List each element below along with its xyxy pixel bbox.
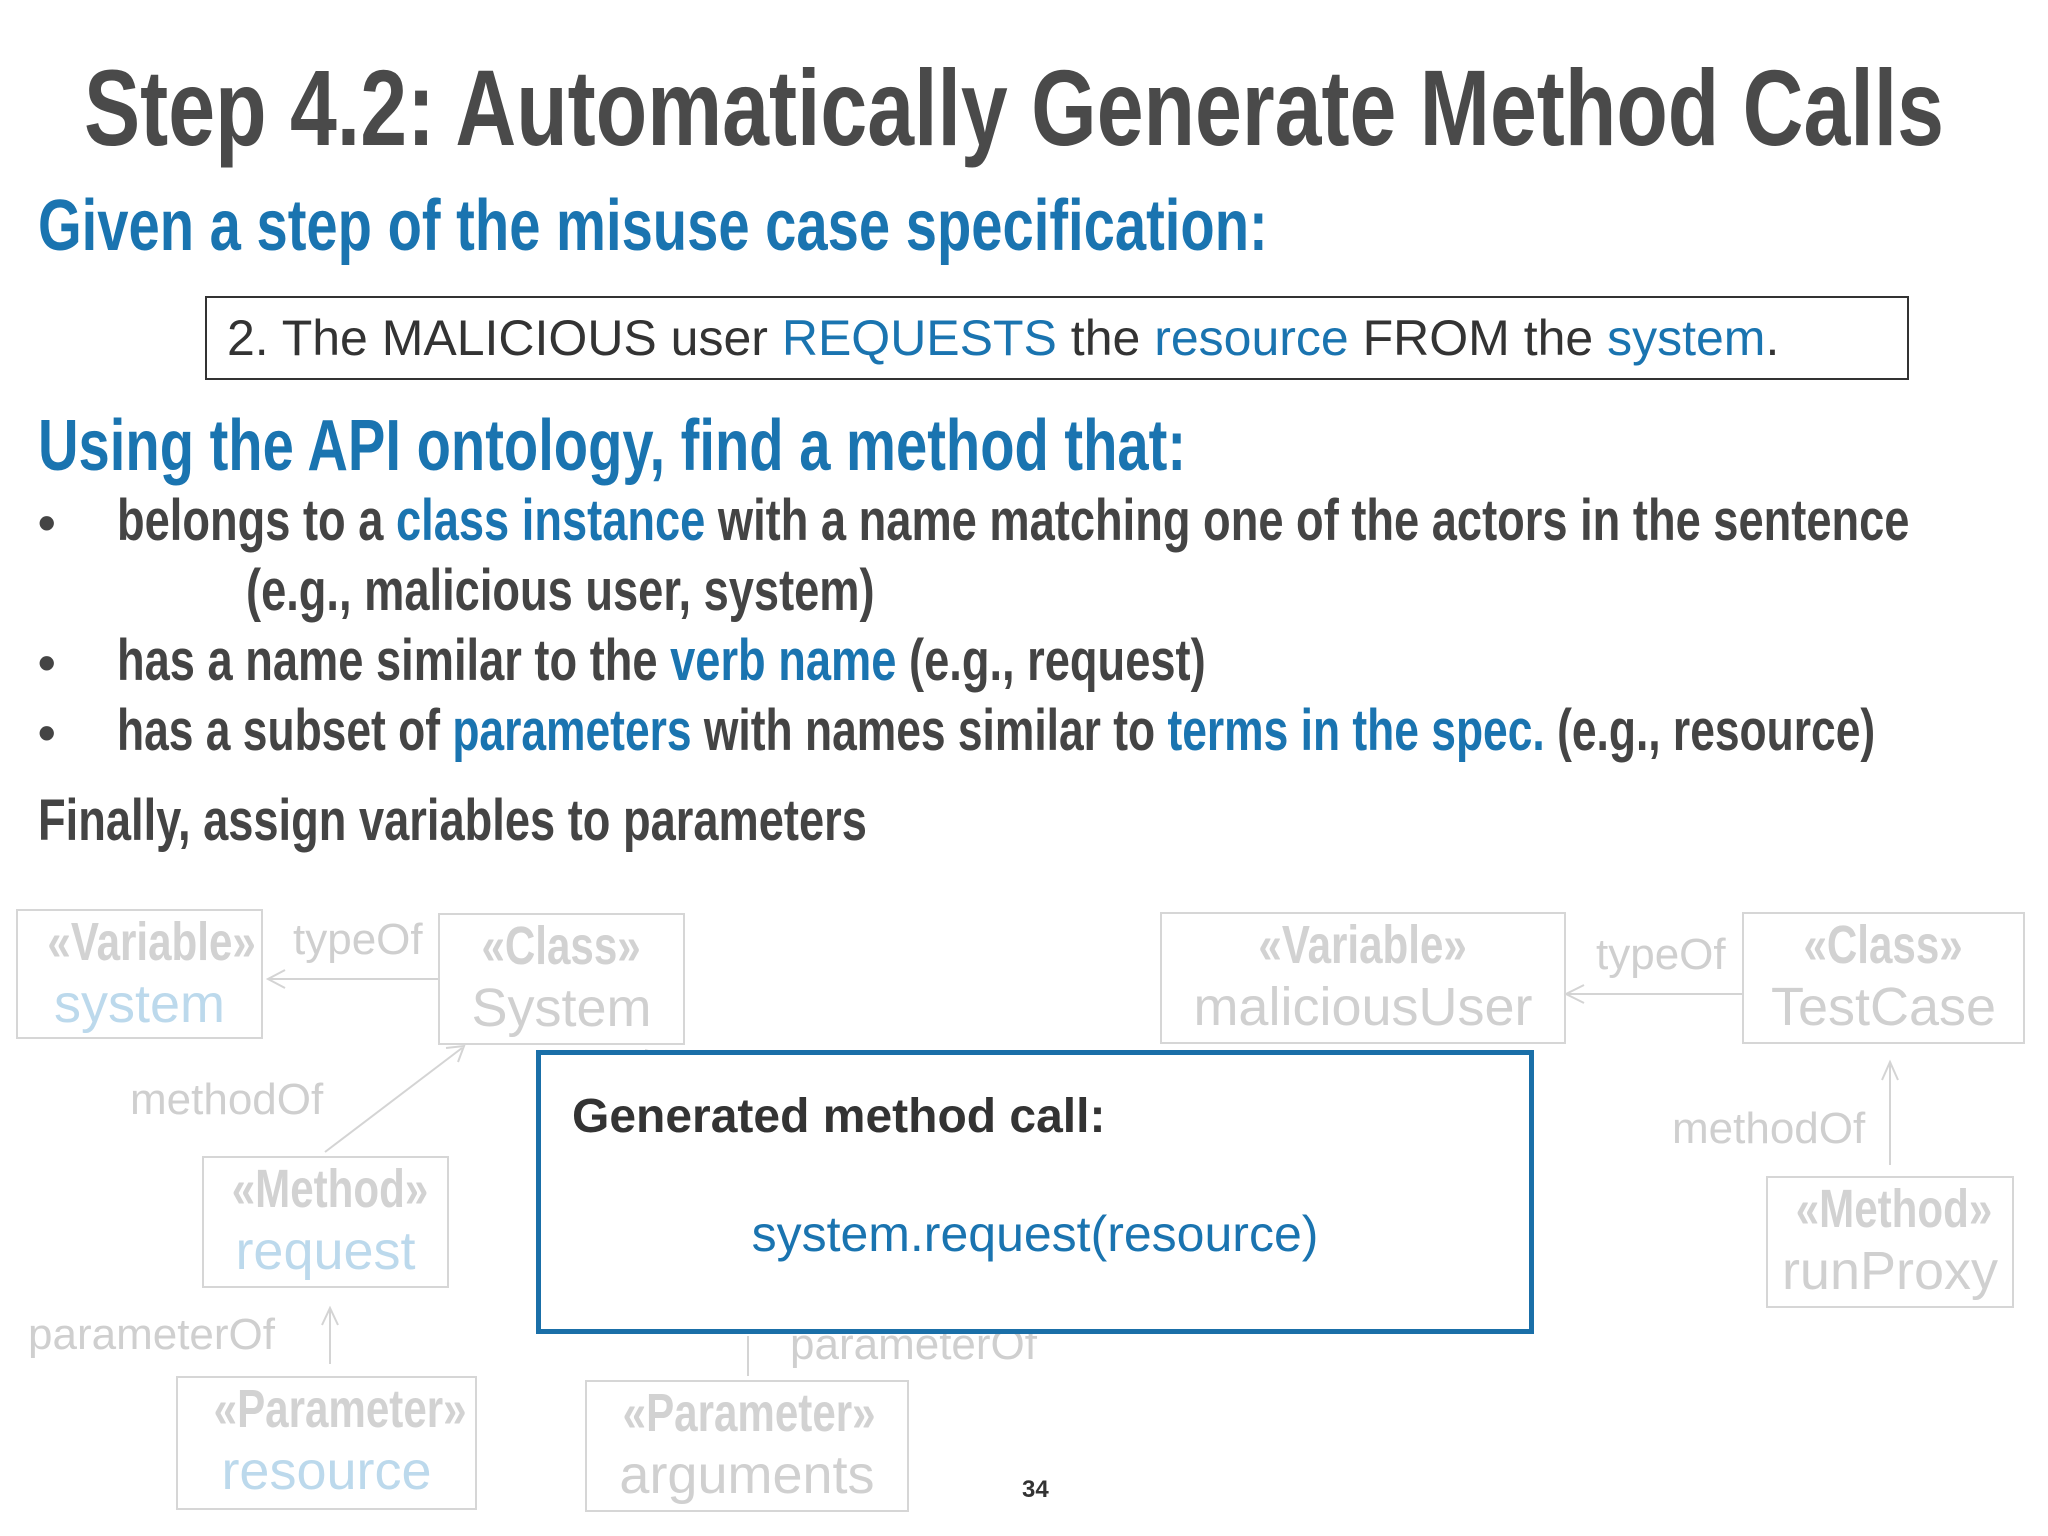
bullet-marker: •	[38, 705, 56, 761]
uml-method-runproxy: «Method» runProxy	[1766, 1176, 2014, 1308]
uml-class-system: «Class» System	[438, 913, 685, 1045]
bullet-highlight: class instance	[395, 488, 706, 553]
generated-call-code: system.request(resource)	[751, 1206, 1319, 1262]
bullet-text: has a subset of	[117, 698, 453, 763]
bullet-item-2: has a name similar to the verb name (e.g…	[117, 627, 1513, 694]
spec-step-box: 2. The MALICIOUS user REQUESTS the resou…	[205, 296, 1909, 380]
uml-name: request	[235, 1221, 416, 1281]
bullet-item-3: has a subset of parameters with names si…	[117, 697, 2048, 764]
slide-title: Step 4.2: Automatically Generate Method …	[84, 47, 1944, 168]
relation-label: typeOf	[293, 915, 423, 964]
relation-label: methodOf	[1672, 1104, 1866, 1153]
bullet-highlight: parameters	[452, 698, 692, 763]
spec-keyword-actor: system	[1607, 310, 1766, 366]
spec-text: FROM the	[1348, 310, 1608, 366]
uml-name: system	[53, 974, 226, 1034]
spec-keyword-object: resource	[1154, 310, 1349, 366]
uml-name: runProxy	[1781, 1241, 1999, 1301]
uml-class-testcase: «Class» TestCase	[1742, 912, 2025, 1044]
finally-text: Finally, assign variables to parameters	[38, 788, 867, 853]
generated-call-box: Generated method call: system.request(re…	[536, 1050, 1534, 1334]
bullet-item-1-example: (e.g., malicious user, system)	[246, 558, 875, 623]
bullet-highlight: terms in the spec.	[1167, 698, 1545, 763]
uml-parameter-resource: «Parameter» resource	[176, 1376, 477, 1510]
uml-name: TestCase	[1770, 977, 1997, 1037]
bullet-item-1: belongs to a class instance with a name …	[117, 487, 2048, 554]
uml-variable-malicious-user: «Variable» maliciousUser	[1160, 912, 1566, 1044]
uml-name: resource	[221, 1441, 432, 1501]
bullet-text: with a name matching one of the actors i…	[705, 488, 1910, 553]
relation-label: parameterOf	[28, 1310, 275, 1359]
bullet-marker: •	[38, 635, 56, 691]
bullet-text: belongs to a	[117, 488, 396, 553]
bullet-text: has a name similar to the	[117, 628, 671, 693]
uml-name: System	[471, 978, 652, 1038]
using-heading: Using the API ontology, find a method th…	[38, 406, 1187, 486]
uml-method-request: «Method» request	[202, 1156, 449, 1288]
uml-name: arguments	[619, 1445, 875, 1505]
bullet-text: (e.g., request)	[896, 628, 1206, 693]
spec-text: 2. The MALICIOUS user	[227, 310, 782, 366]
bullet-text: (e.g., resource)	[1544, 698, 1876, 763]
uml-variable-system: «Variable» system	[16, 909, 263, 1039]
spec-text: the	[1056, 310, 1155, 366]
page-number: 34	[1022, 1476, 1049, 1503]
uml-parameter-arguments: «Parameter» arguments	[585, 1380, 909, 1512]
bullet-marker: •	[38, 495, 56, 551]
relation-label: methodOf	[130, 1075, 324, 1124]
bullet-text: with names similar to	[691, 698, 1168, 763]
generated-call-label: Generated method call:	[572, 1090, 1106, 1143]
relation-label: typeOf	[1596, 930, 1726, 979]
spec-text: .	[1765, 310, 1780, 366]
arrow-methodof-1	[324, 1047, 463, 1153]
uml-name: maliciousUser	[1193, 977, 1533, 1037]
bullet-highlight: verb name	[670, 628, 897, 693]
spec-keyword-verb: REQUESTS	[781, 310, 1057, 366]
given-heading: Given a step of the misuse case specific…	[38, 186, 1268, 266]
